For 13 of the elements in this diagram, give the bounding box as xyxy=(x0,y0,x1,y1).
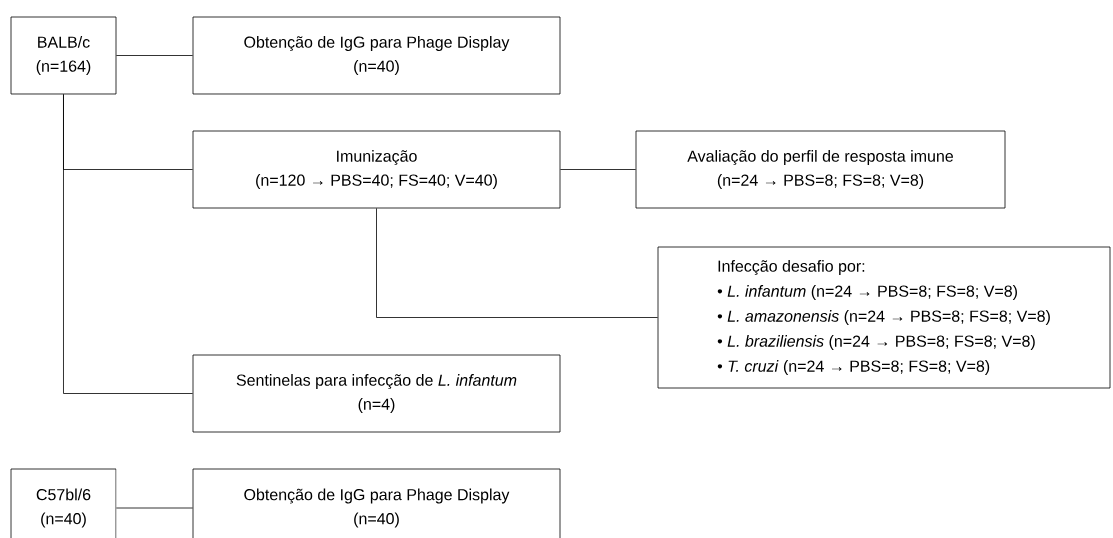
connector-line xyxy=(116,507,193,509)
connector-line xyxy=(560,169,636,170)
connector-line xyxy=(116,55,193,56)
process-box: Avaliação do perfil de resposta imune (n=24 → PBS=8; FS=8; V=8) xyxy=(635,130,1006,209)
connector-line xyxy=(63,94,193,394)
process-box: Obtenção de IgG para Phage Display (n=40) xyxy=(192,468,561,538)
process-box: Obtenção de IgG para Phage Display (n=40) xyxy=(192,16,561,95)
process-box: BALB/c (n=164) xyxy=(10,16,117,95)
process-box: Infecção desafio por: • L. infantum (n=24 → PBS=8; FS=8; V=8) • L. amazonensis (n=24 → PBS=8; FS=8; V=8) • L. braziliensis (n=24 → PBS=8; FS=8; V=8) • T. cruzi (n=24 → PBS=8; FS=8; V=8) xyxy=(657,246,1111,389)
connector-line xyxy=(376,208,658,318)
process-box: C57bl/6 (n=40) xyxy=(10,468,117,538)
process-box: Imunização (n=120 → PBS=40; FS=40; V=40) xyxy=(192,130,561,209)
process-box: Sentinelas para infecção de L. infantum (n=4) xyxy=(192,354,561,433)
